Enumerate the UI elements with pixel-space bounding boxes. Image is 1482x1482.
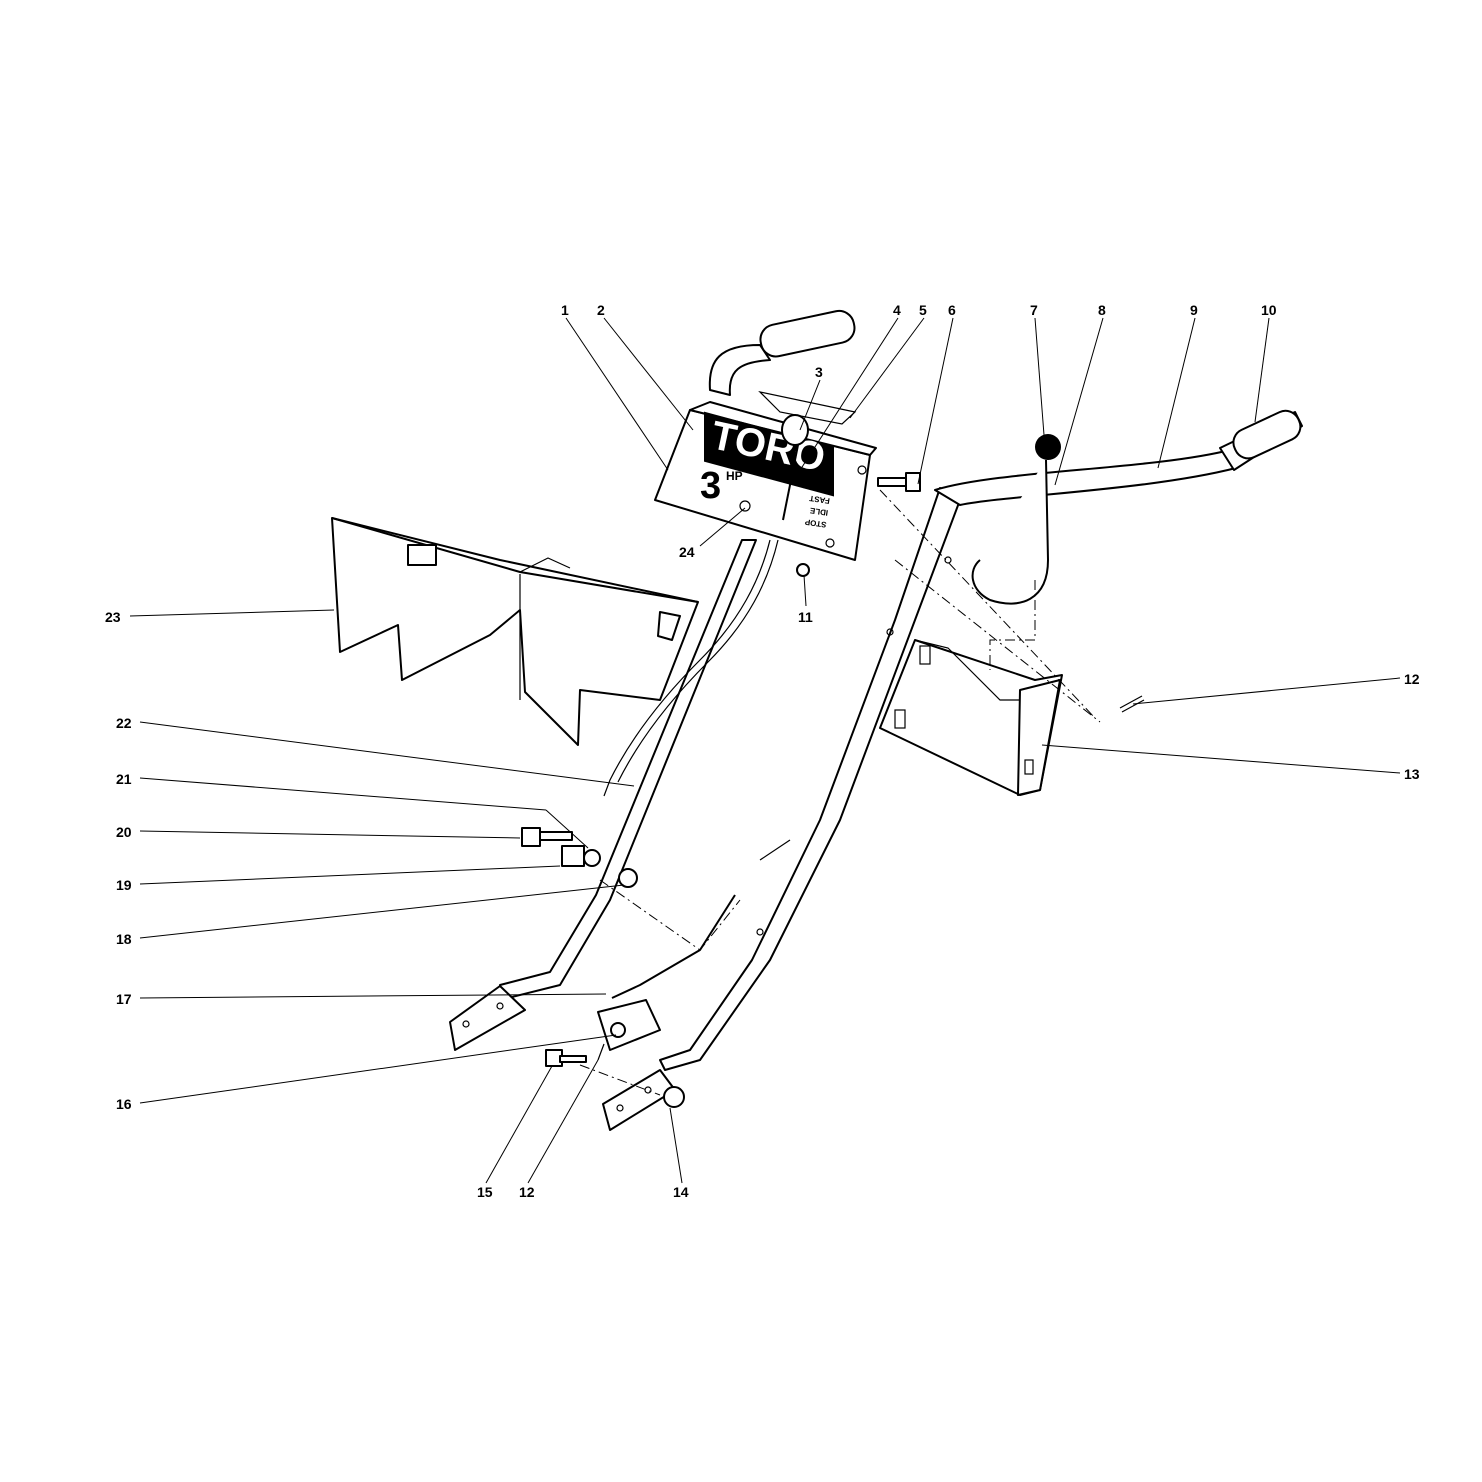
callout-8: 8 [1098,302,1106,318]
exploded-view-drawing: TORO 3 HP STOP IDLE FAST CHOKE [331,309,1303,1131]
control-panel: TORO 3 HP STOP IDLE FAST CHOKE [654,401,877,561]
callout-21: 21 [116,771,132,787]
callout-10: 10 [1261,302,1277,318]
callout-7: 7 [1030,302,1038,318]
callout-11: 11 [798,609,813,625]
callout-13: 13 [1404,766,1420,782]
callout-2: 2 [597,302,605,318]
nut-14 [663,1086,685,1108]
callout-17: 17 [116,991,132,1007]
throttle-choke: CHOKE [802,480,833,493]
shift-lever [971,434,1061,605]
callout-15: 15 [477,1184,493,1200]
throttle-stop: STOP [804,517,827,529]
callout-19: 19 [116,877,132,893]
callout-20: 20 [116,824,132,840]
lever-knob [1035,434,1061,460]
callout-3: 3 [815,364,823,380]
pivot-bracket [597,999,661,1051]
mounting-bracket [879,639,1063,796]
callout-23: 23 [105,609,121,625]
callout-4: 4 [893,302,901,318]
callout-5: 5 [919,302,927,318]
hardware-cluster-left [521,827,638,888]
callout-1: 1 [561,302,569,318]
bolt-6 [877,472,921,492]
nut-11 [796,563,810,577]
panel-power: 3 [700,465,721,507]
shift-rod [611,894,736,999]
callout-16: 16 [116,1096,132,1112]
callout-12-lower: 12 [519,1184,535,1200]
assembly-centerlines [579,489,1101,1096]
cotter-pin-lower [597,1043,605,1061]
decal [758,390,857,425]
deflector-shield [331,517,699,746]
left-handle-tube [449,539,757,1051]
panel-power-unit: HP [726,469,743,483]
control-cable [603,539,771,797]
upper-handle-bar [934,409,1303,506]
callout-6: 6 [948,302,956,318]
throttle-fast: FAST [809,494,831,506]
right-handle-tube [602,487,961,1131]
left-upper-grip [708,309,856,396]
callout-9: 9 [1190,302,1198,318]
callout-18: 18 [116,931,132,947]
callout-24: 24 [679,544,695,560]
callout-labels: 1 2 3 4 5 6 7 8 9 10 11 12 13 12 14 15 1… [105,302,1420,1200]
throttle-idle: IDLE [809,506,829,518]
bolt-15 [545,1049,587,1067]
cotter-pin-upper [1119,695,1145,713]
callout-22: 22 [116,715,132,731]
callout-14: 14 [673,1184,689,1200]
leader-lines [129,317,1401,1184]
callout-12-upper: 12 [1404,671,1420,687]
